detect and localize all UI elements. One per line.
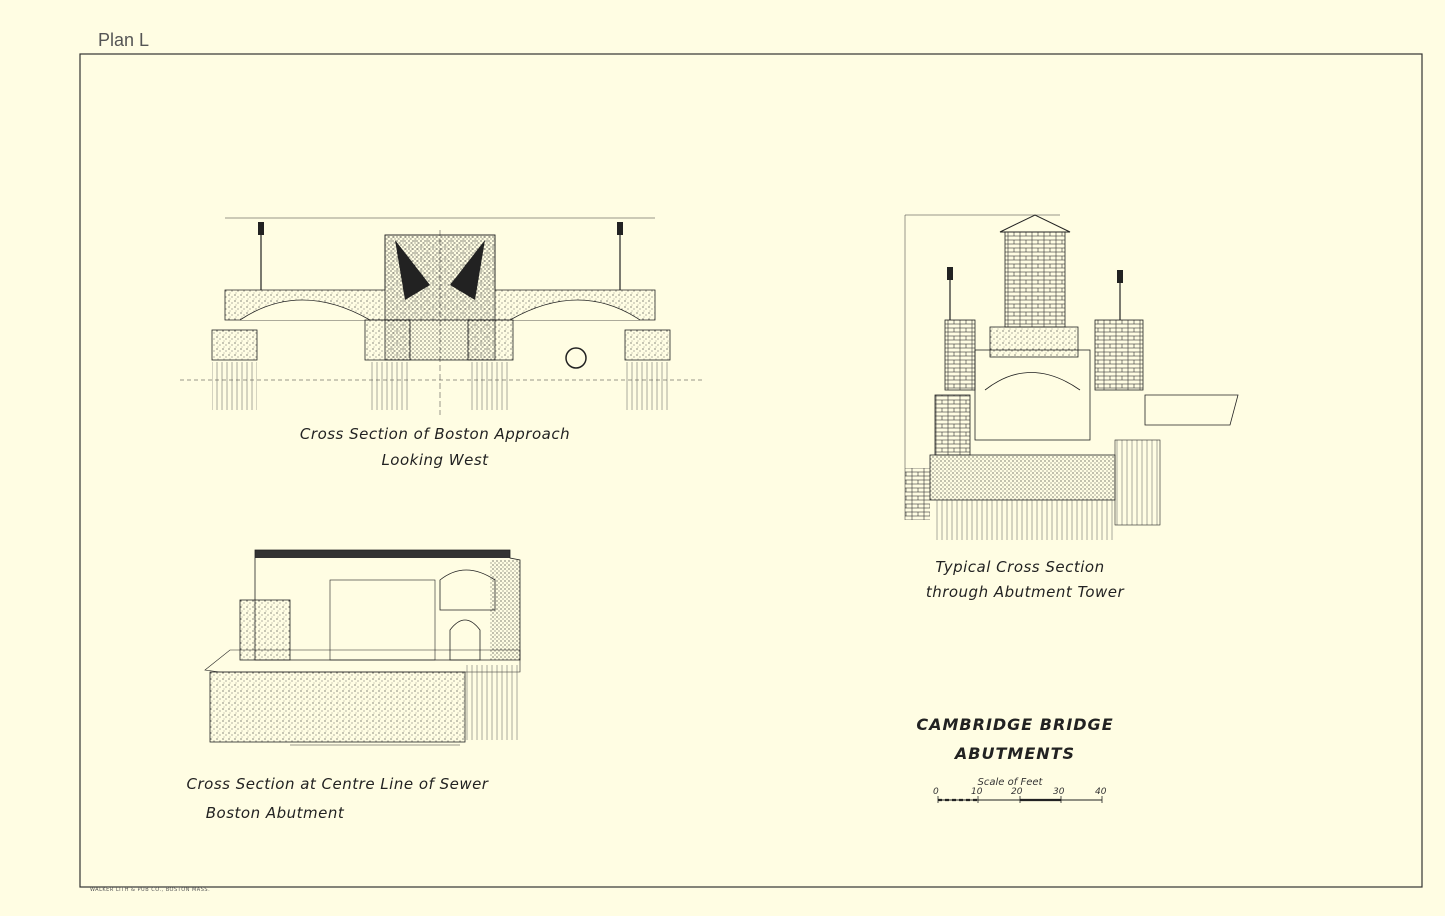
abutment-tower-drawing: [904, 214, 1239, 540]
sewer-section-caption-line1: Cross Section at Centre Line of Sewer: [186, 775, 489, 793]
scale-tick-40: 40: [1095, 787, 1107, 797]
scale-tick-20: 20: [1011, 787, 1023, 797]
sewer-section-drawing: [204, 549, 521, 746]
boston-approach-caption-line1: Cross Section of Boston Approach: [299, 425, 571, 443]
scale-bar: [937, 796, 1103, 803]
boston-approach-caption-line2: Looking West: [381, 451, 489, 469]
scale-tick-0: 0: [933, 787, 939, 797]
title-line2: ABUTMENTS: [954, 744, 1076, 763]
sewer-section-caption-line2: Boston Abutment: [205, 804, 345, 822]
plan-label: Plan L: [98, 30, 150, 50]
scale-tick-10: 10: [971, 787, 983, 797]
boston-approach-drawing: [180, 217, 705, 415]
sheet-border: [79, 53, 1423, 888]
abutment-tower-caption-line2: through Abutment Tower: [925, 583, 1125, 601]
printer-note: WALKER LITH & PUB CO., BOSTON MASS.: [90, 887, 211, 893]
abutment-tower-caption-line1: Typical Cross Section: [935, 558, 1105, 576]
title-line1: CAMBRIDGE BRIDGE: [916, 715, 1114, 734]
scale-title: Scale of Feet: [977, 777, 1043, 788]
scale-tick-30: 30: [1053, 787, 1065, 797]
